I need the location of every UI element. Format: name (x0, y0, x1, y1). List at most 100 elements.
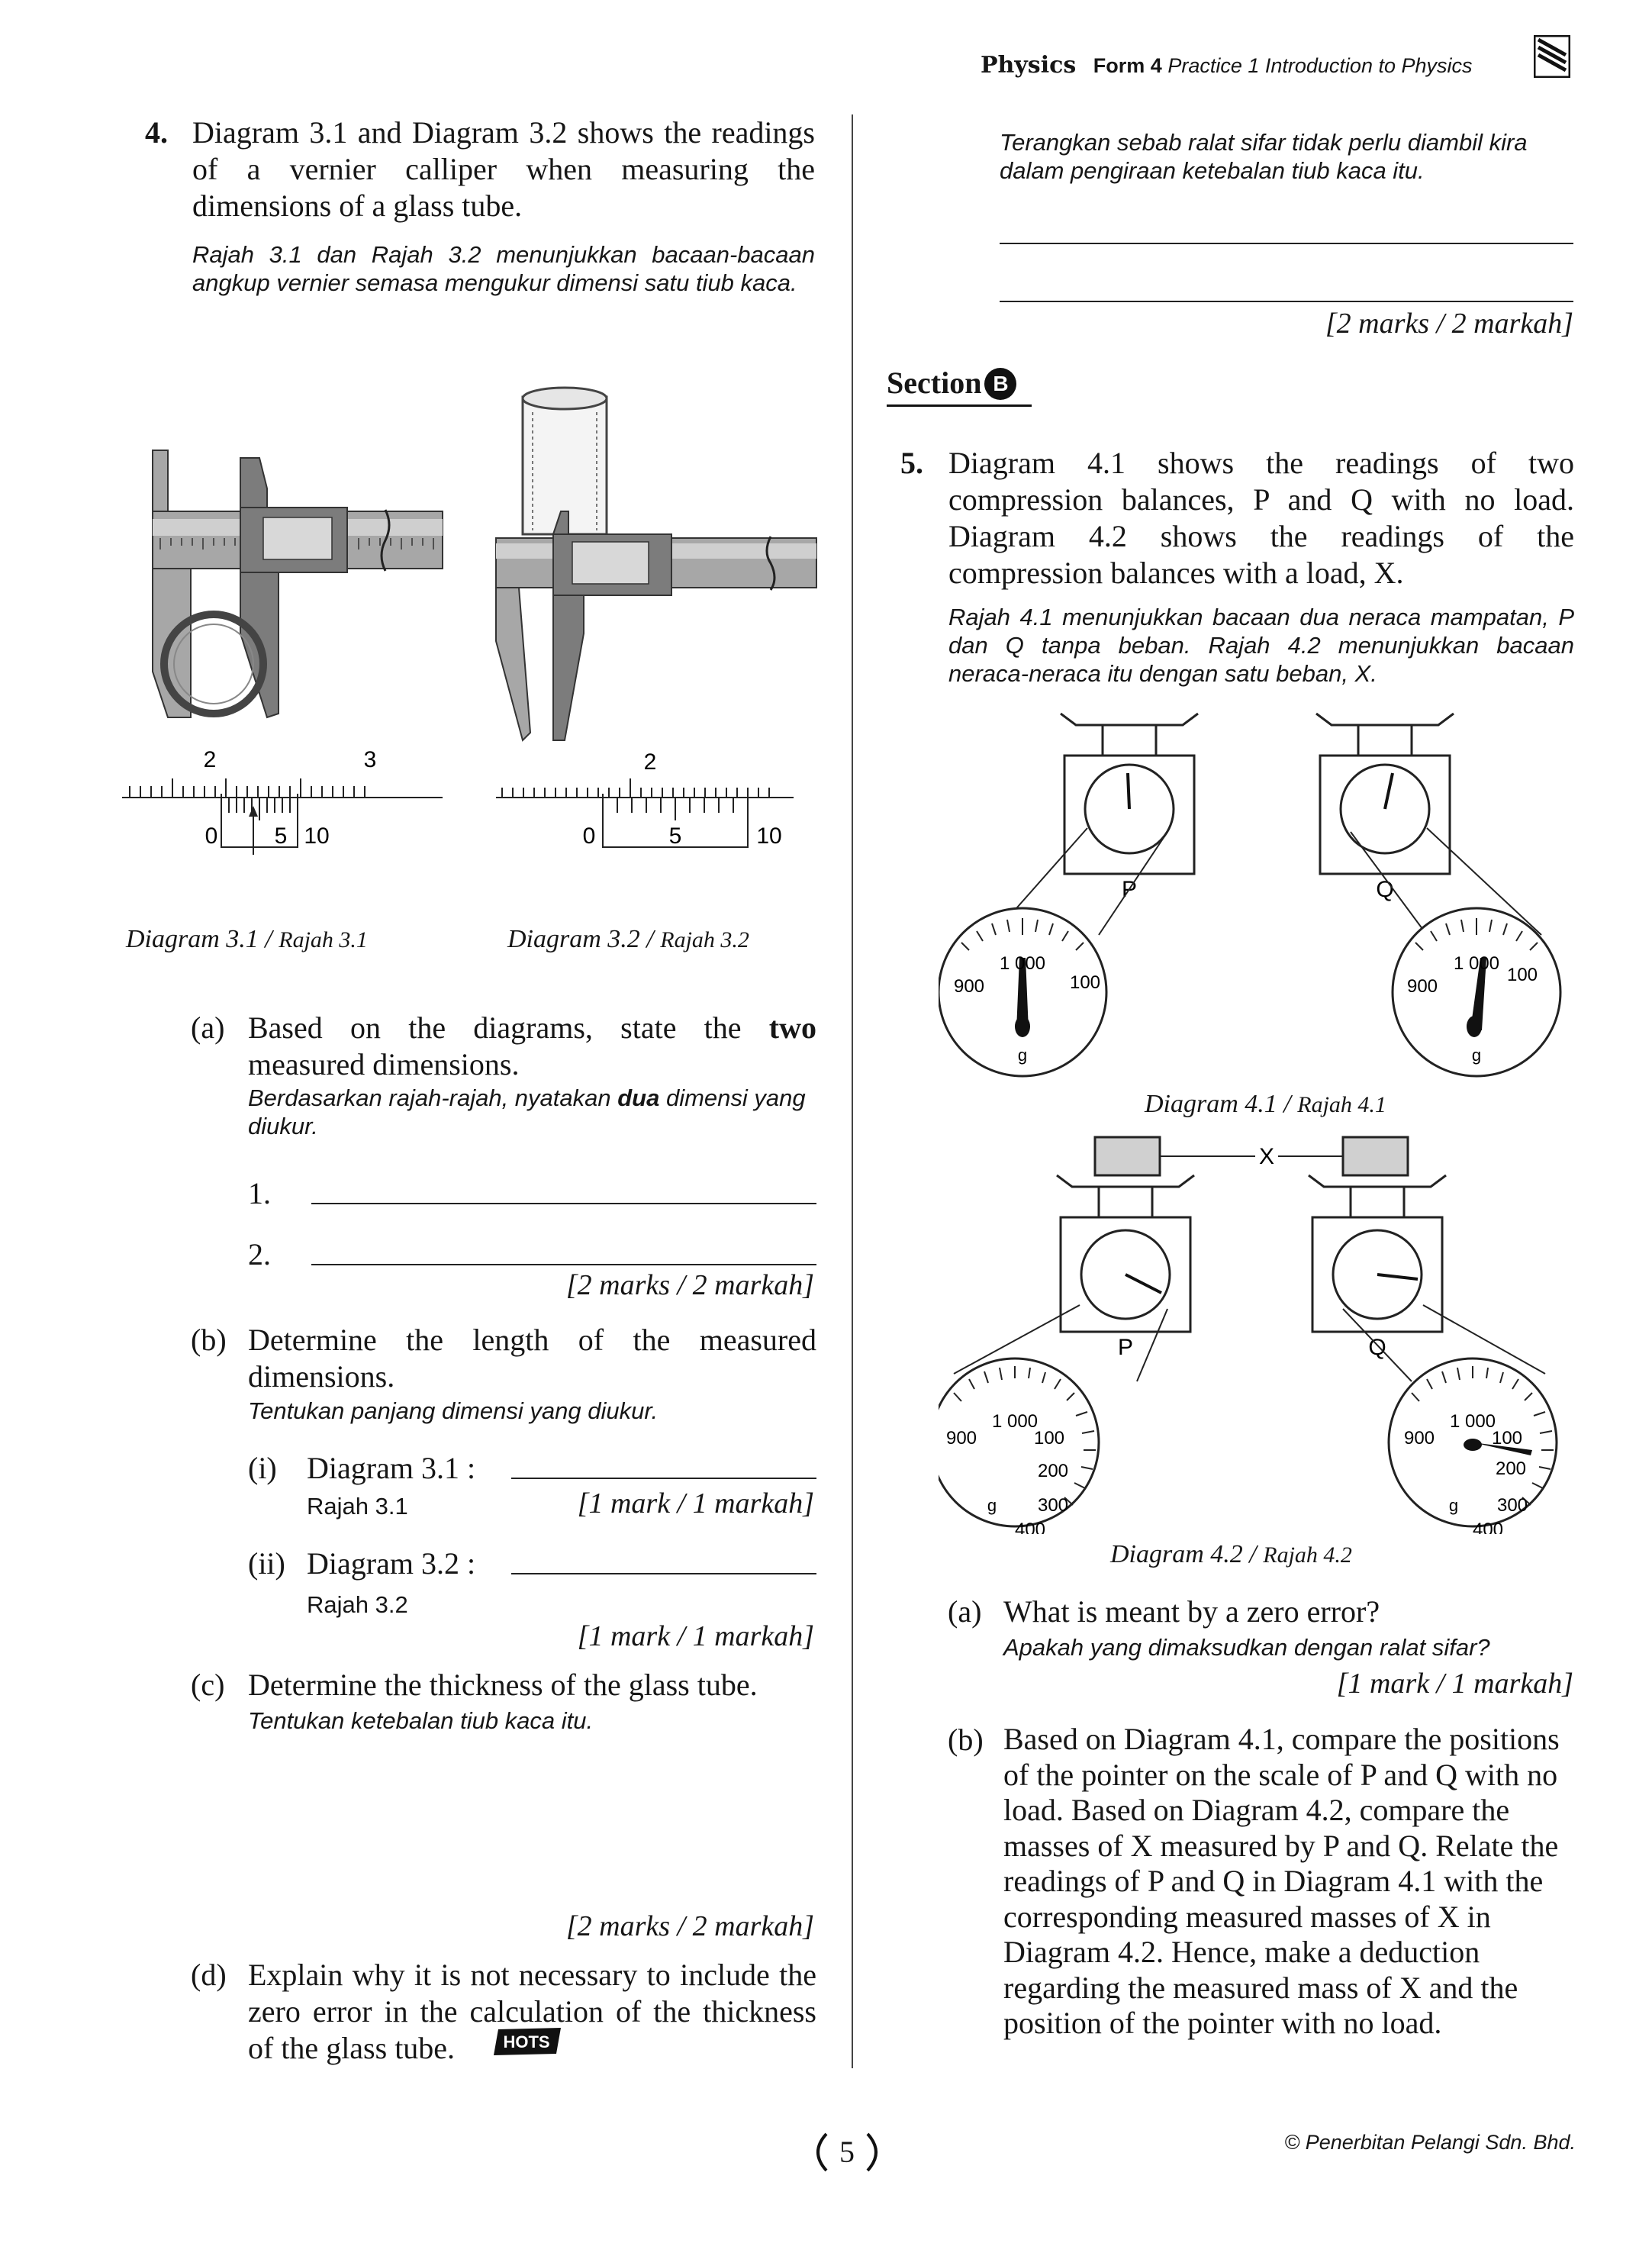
question-4-intro: Diagram 3.1 and Diagram 3.2 shows the re… (192, 115, 815, 223)
copyright-notice: © Penerbitan Pelangi Sdn. Bhd. (1284, 2131, 1576, 2154)
q4-a-label: (a) (191, 1010, 225, 1045)
dial-label: 900 (1407, 976, 1438, 997)
q4-a-marks: [2 marks / 2 markah] (565, 1269, 814, 1301)
caption-english: Diagram 4.1 (1145, 1090, 1277, 1118)
q4-a-malay-text-end: dimensi yang diukur. (248, 1084, 806, 1139)
q4-b-question-malay: Tentukan panjang dimensi yang diukur. (248, 1397, 659, 1424)
hots-badge: HOTS (491, 2025, 564, 2057)
diagram-3-2: 2 0 5 10 (488, 382, 824, 855)
q4-d-question-malay: Terangkan sebab ralat sifar tidak perlu … (1000, 129, 1528, 184)
q5-b-question: Based on Diagram 4.1, compare the positi… (1003, 1722, 1560, 2040)
dial-label: g (987, 1496, 997, 1515)
balance-label-q: Q (1376, 877, 1393, 902)
q4-a-bold: two (768, 1010, 816, 1045)
q4-b-ii-label: (ii) (248, 1546, 285, 1581)
dial-label: 300 (1497, 1495, 1528, 1516)
main-scale-label: 3 (364, 747, 377, 772)
q4-b-i-marks: [1 mark / 1 markah] (577, 1487, 814, 1520)
dial-label: 1 000 (992, 1411, 1038, 1432)
vernier-scale-label: 10 (304, 823, 329, 849)
q5-b-label: (b) (948, 1723, 984, 1757)
q4-d-marks: [2 marks / 2 markah] (1325, 308, 1573, 340)
question-5-intro: Diagram 4.1 shows the readings of two co… (948, 446, 1574, 590)
q4-b-ii-marks: [1 mark / 1 markah] (577, 1620, 814, 1652)
vernier-scale-label: 5 (275, 823, 288, 849)
main-scale-label: 2 (204, 747, 217, 772)
q4-b-question: Determine the length of the measured dim… (248, 1323, 816, 1394)
q4-b-ii-text: Diagram 3.2 : (307, 1546, 476, 1581)
dial-label: 100 (1507, 965, 1538, 985)
diagram-3-1: 2 3 0 5 10 (107, 443, 458, 855)
q4-c-working-space[interactable] (248, 1748, 816, 1900)
q5-a-marks: [1 mark / 1 markah] (1336, 1668, 1573, 1700)
answer-item-number: 1. (248, 1176, 271, 1210)
caption-malay: Rajah 4.1 (1297, 1092, 1386, 1117)
answer-line-b-ii[interactable] (511, 1573, 816, 1574)
compression-balance-q: Q 900 1 000 100 g (1315, 712, 1562, 1078)
vernier-scale-reading-1: 2 3 0 5 10 (122, 747, 443, 855)
section-underline (887, 404, 1032, 407)
header-chapter: Practice 1 Introduction to Physics (1167, 54, 1473, 77)
q4-c-label: (c) (191, 1668, 225, 1702)
q5-a-label: (a) (948, 1594, 982, 1629)
q4-d-label: (d) (191, 1958, 227, 1992)
main-scale-label: 2 (644, 749, 657, 775)
question-5-intro-malay: Rajah 4.1 menunjukkan bacaan dua neraca … (948, 604, 1574, 687)
answer-line-a2[interactable] (311, 1264, 816, 1265)
dial-label: 300 (1038, 1495, 1068, 1516)
dial-label: g (1449, 1496, 1458, 1515)
compression-balance-p-loaded: P 900 1 000 100 200 300 400 g (929, 1174, 1195, 1540)
vernier-scale-label: 0 (583, 823, 596, 849)
vernier-calliper-illustration-2: 2 0 5 10 (495, 386, 817, 849)
q4-b-label: (b) (191, 1323, 227, 1357)
caption-malay: Rajah 3.1 (279, 927, 368, 952)
dial-label: 200 (1038, 1461, 1068, 1481)
column-divider (852, 114, 853, 2068)
vernier-scale-label: 0 (205, 823, 218, 849)
dial-label: 900 (946, 1428, 977, 1449)
publisher-logo-icon (1533, 34, 1571, 79)
load-label: X (1259, 1144, 1274, 1169)
q4-c-question: Determine the thickness of the glass tub… (248, 1668, 758, 1702)
q4-a-malay-bold: dua (617, 1084, 660, 1111)
caption-malay: Rajah 3.2 (660, 927, 749, 952)
question-5-number: 5. (900, 446, 923, 480)
q4-c-marks: [2 marks / 2 markah] (565, 1910, 814, 1942)
answer-line-a1[interactable] (311, 1203, 816, 1204)
dial-label: 100 (1492, 1428, 1522, 1449)
caption-english: Diagram 3.2 (507, 925, 640, 953)
caption-english: Diagram 3.1 (126, 925, 259, 953)
answer-line-d2[interactable] (1000, 301, 1573, 302)
q4-b-ii-malay: Rajah 3.2 (307, 1591, 408, 1618)
diagram-4-2-caption: Diagram 4.2 / Rajah 4.2 (1110, 1540, 1352, 1568)
compression-balance-p: P 900 1 000 100 g (937, 712, 1199, 1078)
answer-line-b-i[interactable] (511, 1478, 816, 1479)
q4-b-i-text: Diagram 3.1 : (307, 1451, 476, 1485)
dial-label: g (1018, 1046, 1027, 1065)
dial-label: 1 000 (1454, 953, 1499, 974)
section-letter-badge: B (984, 368, 1017, 400)
balance-label-p: P (1118, 1335, 1133, 1360)
dial-label: 100 (1070, 972, 1100, 993)
caption-malay: Rajah 4.2 (1263, 1542, 1352, 1568)
diagram-3-2-caption: Diagram 3.2 / Rajah 3.2 (507, 925, 749, 953)
dial-label: 200 (1496, 1458, 1526, 1479)
answer-line-d1[interactable] (1000, 243, 1573, 244)
dial-label: 100 (1034, 1428, 1064, 1449)
dial-label: 1 000 (1450, 1411, 1496, 1432)
question-4-number: 4. (145, 115, 168, 150)
dial-label: g (1472, 1046, 1481, 1065)
diagram-3-1-caption: Diagram 3.1 / Rajah 3.1 (126, 925, 368, 953)
diagram-4-2: X P 900 1 000 100 200 300 40 (929, 1130, 1580, 1540)
page-number-text: 5 (839, 2135, 855, 2169)
dial-label: 900 (1404, 1428, 1435, 1449)
dial-label: 900 (954, 976, 984, 997)
q5-a-question-malay: Apakah yang dimaksudkan dengan ralat sif… (1003, 1634, 1490, 1661)
header-subject: Physics (981, 52, 1077, 79)
hots-badge-text: HOTS (503, 2032, 549, 2051)
q4-a-question: Based on the diagrams, state the two mea… (248, 1010, 816, 1083)
caption-english: Diagram 4.2 (1110, 1540, 1243, 1568)
q4-a-text-end: measured dimensions. (248, 1047, 520, 1081)
diagram-4-1-caption: Diagram 4.1 / Rajah 4.1 (1145, 1090, 1386, 1118)
header-form: Form 4 (1093, 54, 1162, 77)
